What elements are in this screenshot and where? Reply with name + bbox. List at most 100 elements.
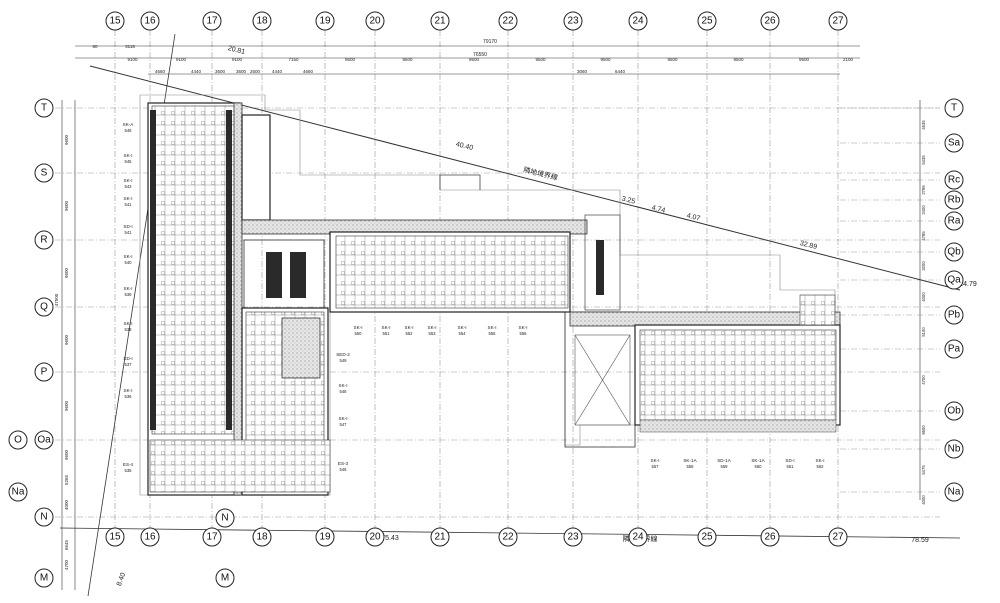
svg-text:25: 25 bbox=[701, 16, 713, 27]
room-number: 547 bbox=[340, 422, 348, 427]
room-number: 537 bbox=[125, 362, 133, 367]
dim-right-vertical: 2400 bbox=[921, 205, 926, 215]
svg-text:25: 25 bbox=[701, 532, 713, 543]
svg-text:15: 15 bbox=[109, 532, 121, 543]
svg-text:M: M bbox=[40, 573, 48, 584]
room-number: 555 bbox=[489, 331, 497, 336]
dim-left-vertical: 9600 bbox=[64, 200, 69, 211]
room-code: SK-I bbox=[124, 178, 133, 183]
dim-col-span: 9500 bbox=[402, 57, 413, 62]
grid-bubble-col-24: 24 bbox=[628, 527, 648, 547]
grid-bubble-row-P: P bbox=[34, 362, 54, 382]
svg-text:Na: Na bbox=[12, 487, 25, 498]
dim-col-span: 7150 bbox=[288, 57, 299, 62]
svg-text:24: 24 bbox=[632, 16, 644, 27]
dim-col-span: 9500 bbox=[667, 57, 678, 62]
room-code: SK-I bbox=[816, 458, 825, 463]
room-code: SK-I bbox=[339, 383, 348, 388]
dim-left-small: 60 bbox=[92, 44, 98, 49]
svg-text:Ra: Ra bbox=[948, 216, 961, 227]
dim-right-vertical: 4700 bbox=[921, 375, 926, 385]
dim-col-span: 9500 bbox=[469, 57, 480, 62]
site-dimension: 8.40 bbox=[116, 572, 127, 587]
svg-text:Q: Q bbox=[40, 302, 48, 313]
grid-bubble-col-26: 26 bbox=[760, 11, 780, 31]
grid-bubble-row-Rc: Rc bbox=[944, 170, 964, 190]
dim-right-vertical: 9500 bbox=[921, 425, 926, 435]
dim-overall-left: 47500 bbox=[54, 293, 59, 306]
room-number: 548 bbox=[340, 389, 348, 394]
grid-bubble-row-M: M bbox=[215, 568, 235, 588]
room-code: SK-I bbox=[124, 286, 133, 291]
site-label-top: 隣地境界線 bbox=[523, 165, 559, 182]
site-dimension: 75.43 bbox=[381, 535, 399, 542]
room-code: SD-I bbox=[123, 356, 132, 361]
svg-text:N: N bbox=[40, 512, 47, 523]
grid-bubble-row-Ra: Ra bbox=[944, 211, 964, 231]
dim-left-vertical: 9600 bbox=[64, 267, 69, 278]
svg-text:Pa: Pa bbox=[948, 344, 961, 355]
dim-col-span: 9100 bbox=[127, 57, 138, 62]
dim-col-span: 9500 bbox=[600, 57, 611, 62]
grid-bubble-col-18: 18 bbox=[252, 11, 272, 31]
room-code: SD-I bbox=[123, 224, 132, 229]
svg-text:Ob: Ob bbox=[947, 406, 961, 417]
room-number: 536 bbox=[125, 394, 133, 399]
dim-right-vertical: 5435 bbox=[921, 155, 926, 165]
dim-left-vertical: 9600 bbox=[64, 134, 69, 145]
room-number: 541 bbox=[125, 230, 133, 235]
room-number: 545 bbox=[125, 159, 133, 164]
room-number: 560 bbox=[755, 464, 763, 469]
svg-text:Oa: Oa bbox=[37, 435, 51, 446]
room-number: 535 bbox=[125, 468, 133, 473]
room-code: SD-I bbox=[785, 458, 794, 463]
svg-text:M: M bbox=[221, 573, 229, 584]
grid-bubble-row-S: S bbox=[34, 163, 54, 183]
dim-left-vertical: 4000 bbox=[64, 499, 69, 510]
lower-corridor bbox=[569, 311, 841, 327]
dim-col-span: 9500 bbox=[535, 57, 546, 62]
grid-bubble-col-21: 21 bbox=[430, 11, 450, 31]
grid-bubble-row-Na: Na bbox=[8, 482, 28, 502]
grid-bubble-col-25: 25 bbox=[697, 11, 717, 31]
dim-col-span: 9100 bbox=[176, 57, 187, 62]
grid-bubble-row-Ob: Ob bbox=[944, 401, 964, 421]
svg-text:Qb: Qb bbox=[947, 247, 961, 258]
svg-text:Pb: Pb bbox=[948, 310, 961, 321]
room-code: SK-I bbox=[405, 325, 414, 330]
room-number: 550 bbox=[355, 331, 363, 336]
site-dimension: 4.07 bbox=[686, 213, 701, 223]
dim-sub-span: 4440 bbox=[191, 69, 202, 74]
grid-bubble-col-19: 19 bbox=[315, 527, 335, 547]
grid-bubble-col-17: 17 bbox=[202, 527, 222, 547]
room-number: 549 bbox=[340, 358, 348, 363]
grid-bubble-row-T: T bbox=[34, 98, 54, 118]
dim-sub-span: 2600 bbox=[250, 69, 261, 74]
svg-text:T: T bbox=[41, 103, 47, 114]
dim-sub-span: 4660 bbox=[303, 69, 314, 74]
dim-right-vertical: 4000 bbox=[921, 495, 926, 505]
svg-text:Na: Na bbox=[948, 487, 961, 498]
dim-right-vertical: 4000 bbox=[921, 292, 926, 302]
room-code: SK-A bbox=[123, 122, 135, 127]
grid-bubble-col-15: 15 bbox=[105, 527, 125, 547]
dim-right-vertical: 2795 bbox=[921, 185, 926, 195]
svg-text:27: 27 bbox=[832, 532, 844, 543]
dim-left-vertical: 6645 bbox=[64, 539, 69, 550]
dim-left-vertical: 4700 bbox=[64, 559, 69, 570]
grid-bubble-row-T: T bbox=[944, 98, 964, 118]
dim-right-vertical: 4785 bbox=[921, 231, 926, 241]
svg-text:27: 27 bbox=[832, 16, 844, 27]
room-number: 553 bbox=[429, 331, 437, 336]
svg-text:26: 26 bbox=[764, 532, 776, 543]
dim-left-vertical: 5265 bbox=[64, 474, 69, 485]
grid-bubble-row-Pa: Pa bbox=[944, 339, 964, 359]
svg-text:19: 19 bbox=[319, 16, 331, 27]
svg-text:22: 22 bbox=[502, 532, 514, 543]
grid-bubble-row-Sa: Sa bbox=[944, 133, 964, 153]
grid-bubble-col-20: 20 bbox=[365, 11, 385, 31]
grid-bubble-row-Oa: Oa bbox=[34, 430, 54, 450]
grid-bubble-col-17: 17 bbox=[202, 11, 222, 31]
grid-bubble-row-Nb: Nb bbox=[944, 439, 964, 459]
